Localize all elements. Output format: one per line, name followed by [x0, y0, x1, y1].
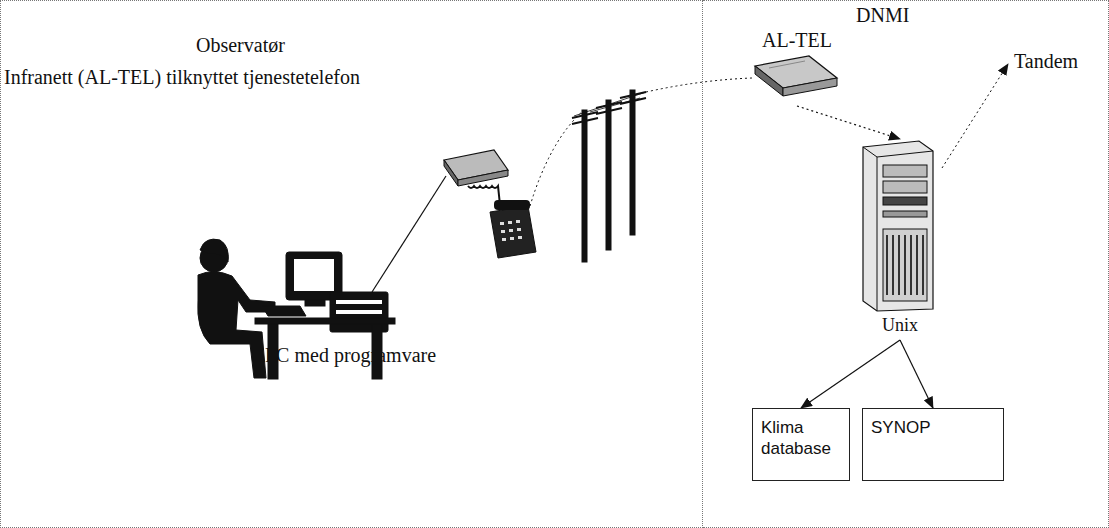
connector-arrow: [801, 340, 900, 408]
box-label: Klima database: [761, 417, 841, 460]
device-icon: [749, 52, 841, 102]
phone-line: [646, 78, 752, 92]
tandem-arrow: [942, 64, 1008, 168]
synop-box: SYNOP: [862, 408, 1004, 481]
region-heading: Observatør: [196, 34, 285, 57]
connector-arrow: [797, 106, 900, 139]
device-label: Unix: [853, 315, 947, 336]
device-icon: [853, 139, 943, 313]
telephone: [490, 200, 536, 258]
telephone-poles: [572, 90, 646, 262]
caption-label: Infranett (AL-TEL) tilknyttet tjenestete…: [4, 66, 360, 89]
phone-line: [530, 110, 584, 206]
dnmi-region: DNMI AL-TEL UnixKlima database SYNOP: [703, 0, 1109, 528]
modem: [444, 150, 508, 186]
region-heading: DNMI: [856, 4, 909, 27]
modem-device: AL-TEL: [749, 29, 845, 106]
cable: [372, 176, 446, 292]
database-box: Klima database: [752, 408, 850, 481]
box-label: SYNOP: [871, 417, 995, 438]
device-label: AL-TEL: [749, 29, 845, 52]
system-label: Tandem: [1014, 50, 1078, 73]
unix-server: Unix: [853, 139, 947, 340]
caption-label: PC med programvare: [265, 344, 436, 367]
connector-arrow: [900, 340, 933, 408]
